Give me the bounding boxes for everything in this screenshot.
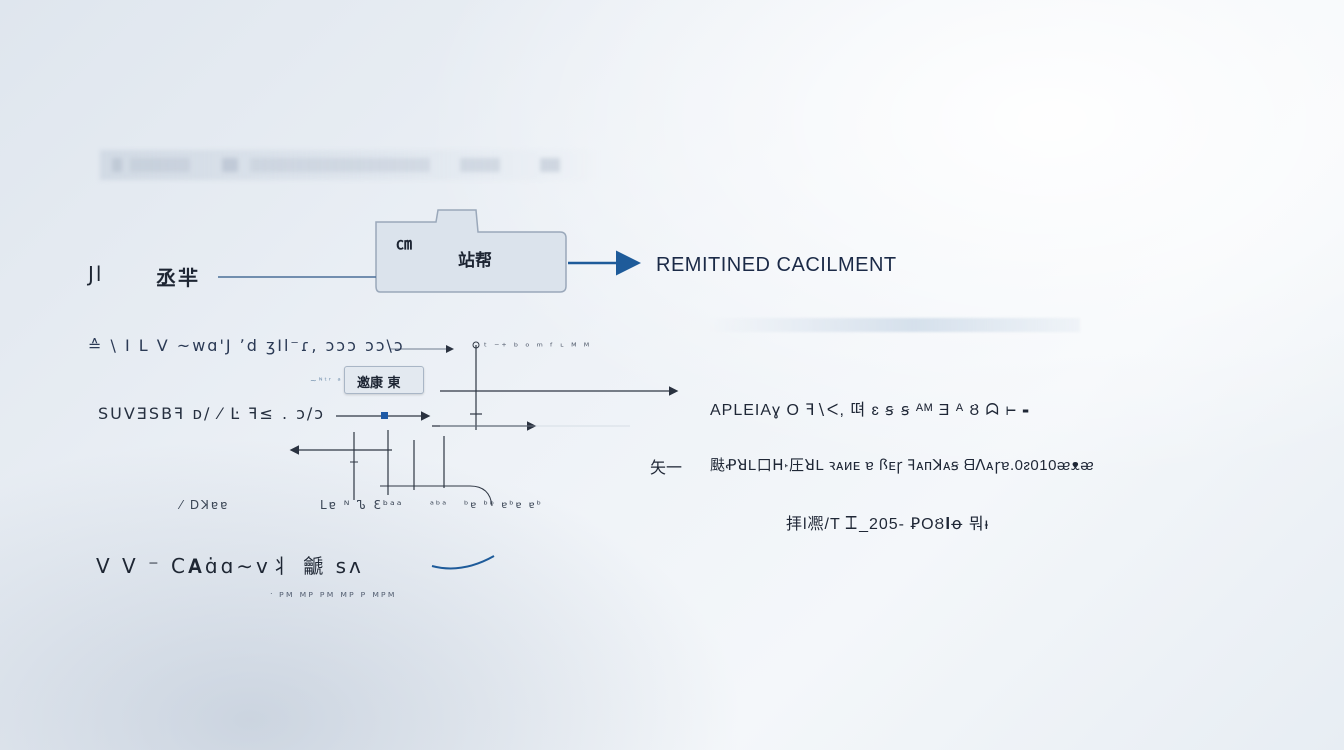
row4-text-c: ᵃᵇᵃ <box>430 500 448 511</box>
swoosh-accent <box>432 556 494 568</box>
right-line-2-prefix: 矢一 <box>650 454 682 478</box>
row4-text-d: ᵇɐ ᵇᵇ ɐᵇɐ ɐᵇ <box>464 500 543 511</box>
right-line-1: APLEIAɣ O ꟻ∖ᐸ, 뗘 ɛ ꞩ꟎ ꞩ ᴬᴹ Ǝ ᴬ Ȣ ᗣ ⊢ ⁃ <box>710 396 1030 420</box>
row4-text-b: ꟧Lɐ ᴺ Ꮦ Ɛᵇᵃᵃ <box>318 498 403 513</box>
small-tag-label: 邀康 東 <box>357 372 401 391</box>
marker-blue-square <box>381 412 388 419</box>
row1-small-text: ᵗ ⁻⁺ ᵇ ᵒ ᵐ ᶠ ᶫ ᴹ ᴹ <box>484 342 591 353</box>
row5-left-text: V V ⁻ C𝐀ɑ̇ɑ∼ᴠ丬 䶵 ꜱᴧ <box>96 550 364 579</box>
row2-tiny-text: ~ᴺᵗʳ ᵃ <box>310 376 343 385</box>
right-line-3: 拝l凞/T 𐊈_205- ꝐOȢ𝐈ꝋ 뭐ᵻ <box>786 510 989 534</box>
row3-left-text: SUVƎSBꟻ ᴅ∕ ⁄ Ŀ ꟻ≤ . ɔ∕ɔ <box>98 404 325 423</box>
right-line-2: 颫ꝒꓤL口ꓧ꭫圧ꓤL ꝛᴀᴎᴇ ɐ ꟗᴇꞅ ꟻᴀᴨꓘᴀꞩ ᗺꓥᴀ꟎ꞅɐ.0ᴤ01… <box>710 454 1094 475</box>
row1-left-text: ≙ \ I L V ~wɑ'J ʼd ʒIl⁻ɾ, ɔɔɔ ɔɔ\ɔ <box>88 336 405 355</box>
row5-tiny-text: ᐧ ᴘᴍ ᴍᴘ ᴘᴍ ᴍᴘ ᴘ ᴍᴘᴍ <box>270 590 397 600</box>
row4-text-a: ⁄ Dꓘɐɐ <box>180 498 229 512</box>
small-tag: 邀康 東 <box>344 366 424 394</box>
